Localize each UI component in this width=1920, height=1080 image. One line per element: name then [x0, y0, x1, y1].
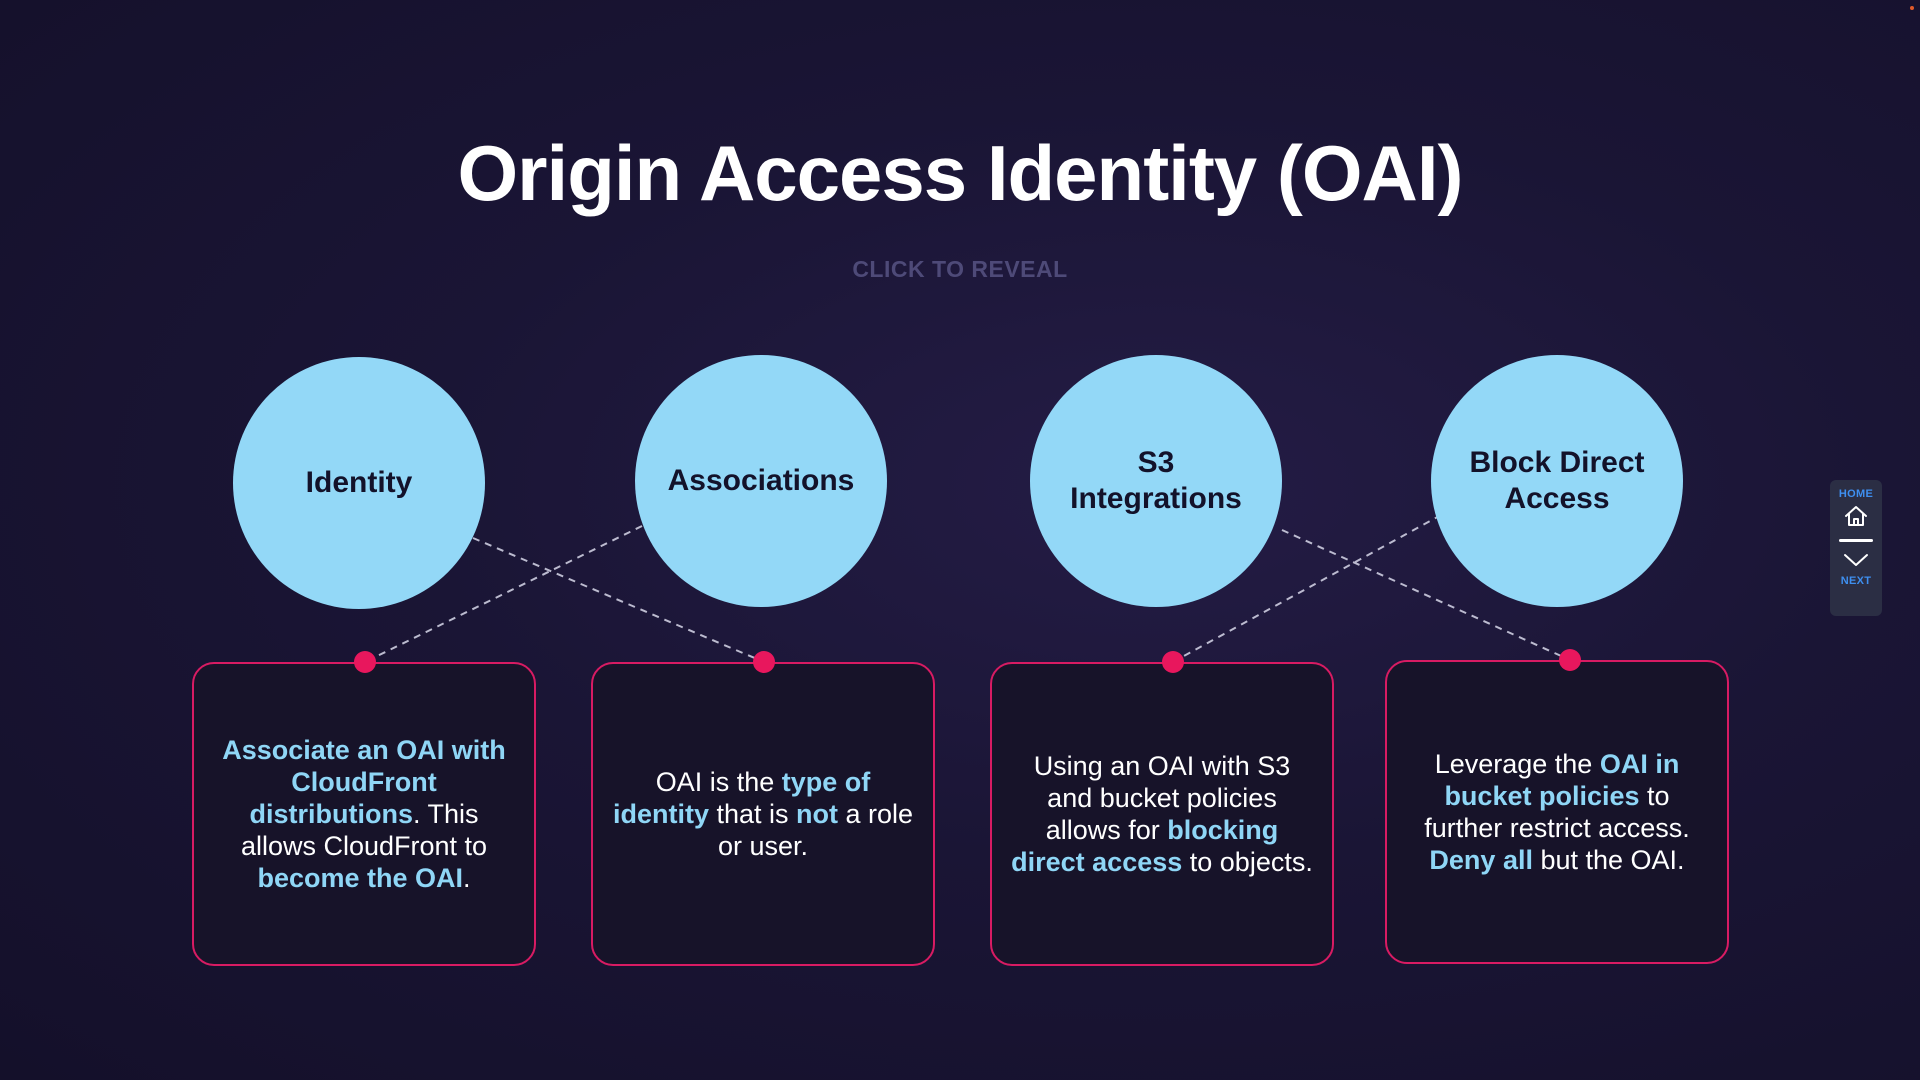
home-icon[interactable] [1843, 504, 1869, 533]
circle-label: Identity [305, 466, 413, 499]
circle-label: Block Direct [1469, 446, 1645, 479]
card-body-text: a role or user. [717, 799, 914, 861]
card-body-text: but the OAI. [1532, 845, 1685, 875]
card-associations: OAI is the type of identity that is not … [591, 662, 935, 966]
card-text: Using an OAI with S3 and bucket policies… [1010, 750, 1314, 878]
card-body-text: OAI is the [655, 767, 782, 797]
card-body-text: that is [708, 799, 797, 829]
card-text: Leverage the OAI in bucket policies to f… [1405, 748, 1709, 876]
slide-title: Origin Access Identity (OAI) [457, 129, 1464, 217]
card-text: OAI is the type of identity that is not … [611, 766, 915, 862]
card-block-direct-access: Leverage the OAI in bucket policies to f… [1385, 660, 1729, 964]
corner-indicator-dot [1910, 6, 1914, 10]
circle-associations[interactable]: Associations [635, 355, 887, 607]
card-highlight-text: not [796, 799, 838, 829]
card-identity: Associate an OAI with CloudFront distrib… [192, 662, 536, 966]
circle-identity[interactable]: Identity [233, 357, 485, 609]
card-body-text: Leverage the [1434, 749, 1600, 779]
connector-dot [354, 651, 376, 673]
home-label[interactable]: HOME [1838, 488, 1874, 500]
circle-label: Integrations [1070, 482, 1242, 515]
circle-label: Associations [667, 464, 855, 497]
card-highlight-text: Associate an OAI with CloudFront distrib… [222, 735, 506, 829]
next-label[interactable]: NEXT [1840, 575, 1872, 587]
chevron-down-icon[interactable] [1842, 552, 1870, 573]
card-highlight-text: type of identity [612, 767, 871, 829]
circle-label: Access [1504, 482, 1610, 515]
card-highlight-text: become the OAI [257, 863, 464, 893]
card-body-text: to further restrict access. [1424, 781, 1690, 843]
connector-dot [1162, 651, 1184, 673]
click-to-reveal-button[interactable]: CLICK TO REVEAL [852, 256, 1068, 282]
card-text: Associate an OAI with CloudFront distrib… [212, 734, 516, 894]
card-body-text: . [463, 863, 471, 893]
circle-label: S3 [1137, 446, 1175, 479]
nav-divider [1839, 539, 1873, 542]
card-highlight-text: blocking direct access [1011, 815, 1279, 877]
card-highlight-text: Deny all [1429, 845, 1533, 875]
card-body-text: Using an OAI with S3 and bucket policies… [1033, 751, 1291, 845]
connector-dot [753, 651, 775, 673]
connector-dot [1559, 649, 1581, 671]
card-body-text: . This allows CloudFront to [240, 799, 488, 861]
slide-nav-panel: HOME NEXT [1830, 480, 1882, 616]
card-body-text: to objects. [1182, 847, 1313, 877]
card-s3-integrations: Using an OAI with S3 and bucket policies… [990, 662, 1334, 966]
card-highlight-text: OAI in bucket policies [1444, 749, 1680, 811]
